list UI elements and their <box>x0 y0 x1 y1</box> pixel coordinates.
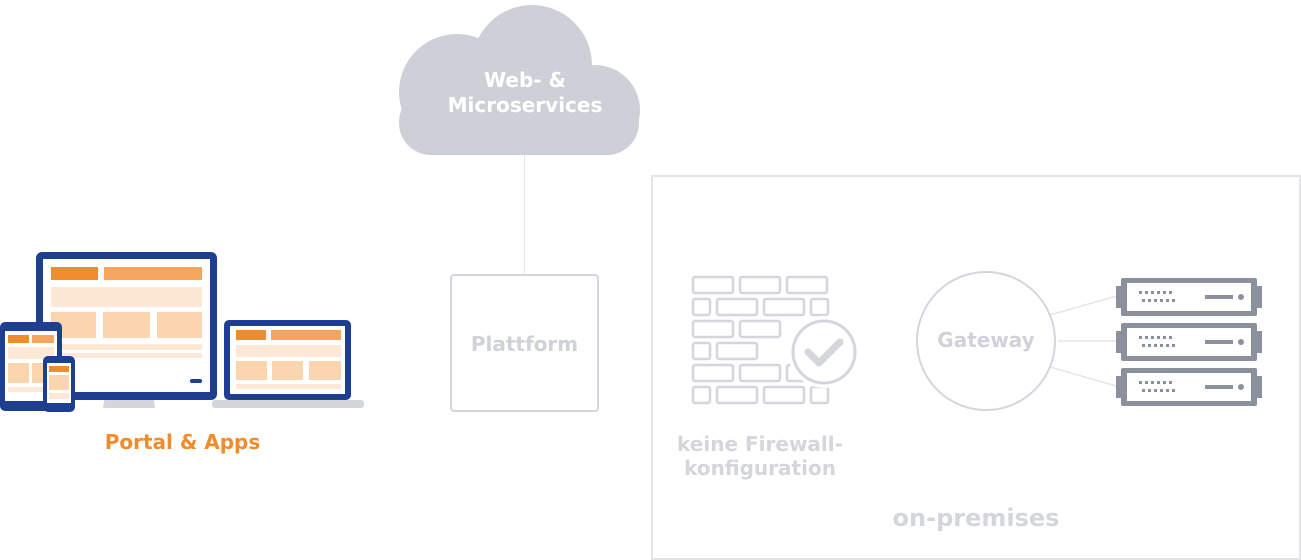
on-premises-label: on-premises <box>892 504 1060 532</box>
gateway-links <box>1049 294 1121 388</box>
on-premises-box <box>651 175 1301 560</box>
cloud-icon <box>399 5 640 155</box>
gateway-label: Gateway <box>937 328 1035 352</box>
platform-label: Plattform <box>470 332 579 356</box>
devices-icon <box>0 252 364 412</box>
platform-box <box>450 274 599 412</box>
devices-label: Portal & Apps <box>104 430 261 454</box>
cloud-label-line2: Microservices <box>447 93 603 117</box>
firewall-label-line2: konfiguration <box>684 456 836 480</box>
connector-line <box>524 155 525 275</box>
cloud-label-line1: Web- & <box>484 68 566 92</box>
server-rack-icon <box>1116 278 1262 406</box>
gateway-circle <box>916 271 1056 411</box>
firewall-icon <box>691 275 860 405</box>
firewall-label-line1: keine Firewall- <box>677 432 843 456</box>
